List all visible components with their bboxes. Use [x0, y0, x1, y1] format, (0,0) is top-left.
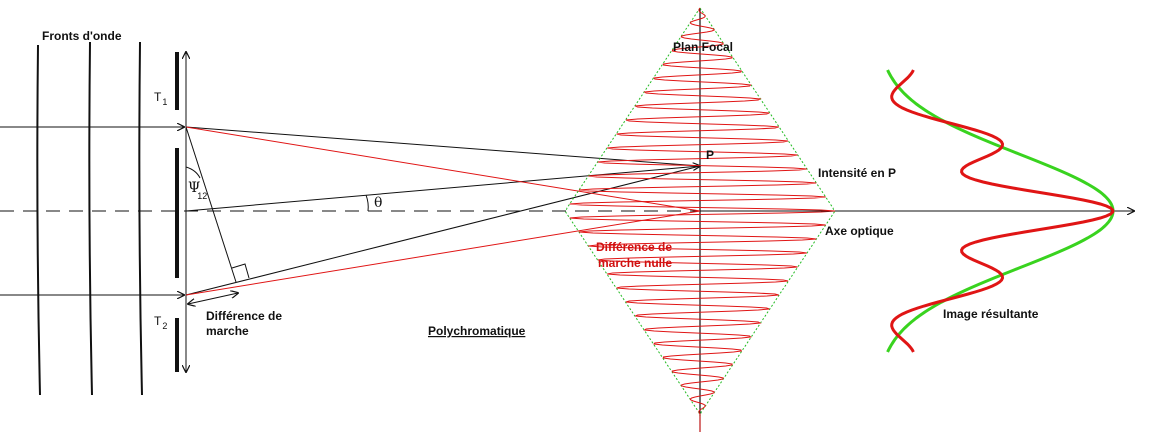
- fringe-envelope: [565, 7, 835, 432]
- fringe-oscillation: [569, 7, 836, 432]
- label-optical-axis: Axe optique: [825, 224, 894, 238]
- theta-arc: [365, 194, 369, 212]
- label-path-difference-line1: Différence de: [206, 309, 282, 323]
- wavefront-2: [88, 41, 93, 396]
- ray-center-to-p: [185, 166, 700, 212]
- label-t1: T1: [154, 90, 167, 107]
- perpendicular-line: [185, 126, 237, 283]
- label-resulting-image: Image résultante: [943, 307, 1039, 321]
- label-psi: Ψ12: [188, 180, 207, 201]
- label-theta: θ: [374, 195, 382, 211]
- red-ray-t1: [185, 126, 701, 212]
- label-intensity: Intensité en P: [818, 166, 896, 180]
- label-path-difference-line2: marche: [206, 324, 249, 338]
- ray-t1-to-p: [185, 126, 701, 167]
- label-zero-difference-line1: Différence de: [596, 240, 672, 254]
- label-t2: T2: [154, 314, 167, 331]
- path-difference-arrow: [188, 293, 238, 304]
- label-polychromatic: Polychromatique: [428, 324, 526, 338]
- label-focal-plane: Plan Focal: [673, 40, 733, 54]
- label-zero-difference-line2: marche nulle: [598, 256, 672, 270]
- red-ray-t2: [185, 210, 701, 296]
- ray-t2-to-p: [185, 165, 701, 296]
- image-oscillation-curve: [890, 69, 1115, 353]
- right-angle-mark: [231, 263, 250, 279]
- label-wavefronts: Fronts d'onde: [42, 29, 122, 43]
- psi-arc: [185, 166, 201, 179]
- wavefront-1: [36, 44, 41, 396]
- wavefront-3: [138, 41, 143, 396]
- label-point-p: P: [706, 148, 714, 162]
